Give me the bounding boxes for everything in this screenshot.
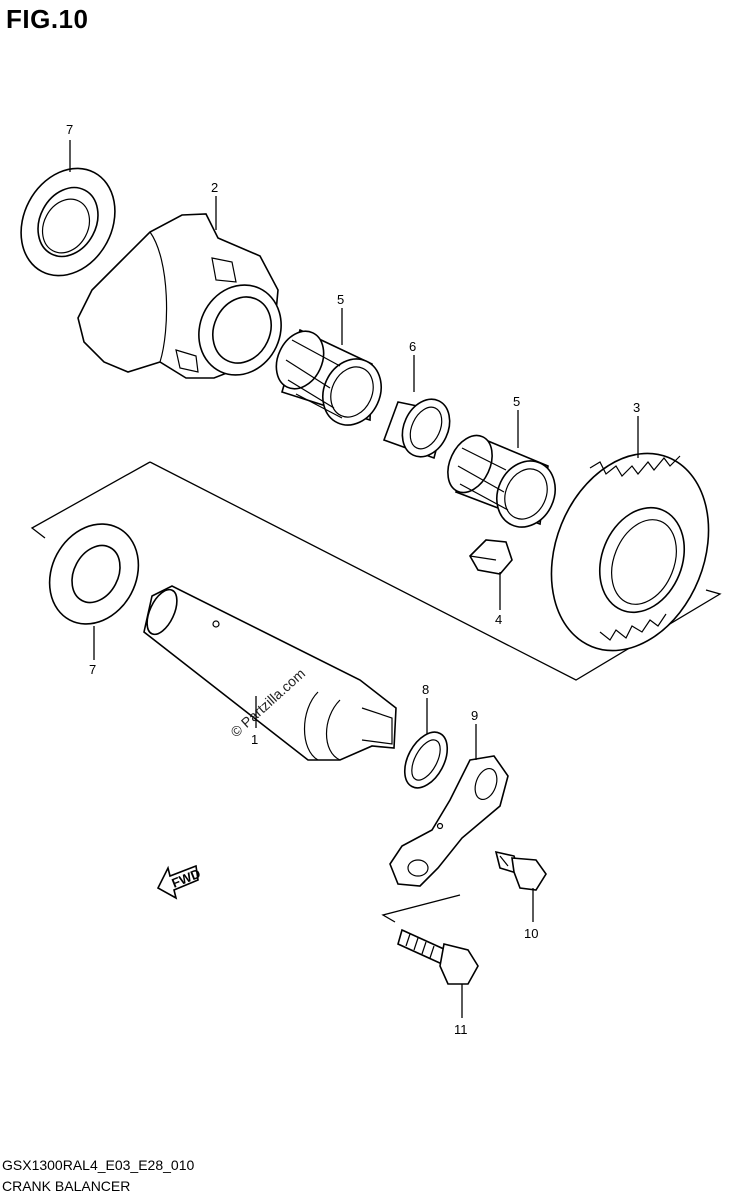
part-key[interactable]: [469, 539, 513, 575]
assembly-boundary-line: [30, 461, 151, 539]
part-balancer-driven-gear[interactable]: [523, 430, 730, 675]
section-name: CRANK BALANCER: [2, 1178, 131, 1194]
callout-1[interactable]: 1: [251, 732, 258, 747]
callout-6[interactable]: 6: [409, 339, 416, 354]
part-balancer-arm[interactable]: [389, 755, 509, 887]
callout-7-top[interactable]: 7: [66, 122, 73, 137]
assembly-boundary-line-lower: [381, 894, 461, 923]
part-needle-bearing-right[interactable]: [439, 428, 566, 536]
fwd-label: FWD: [170, 866, 203, 891]
part-needle-bearing-left[interactable]: [267, 324, 391, 435]
callout-9[interactable]: 9: [471, 708, 478, 723]
part-crank-balancer-shaft[interactable]: [141, 585, 397, 761]
part-o-ring[interactable]: [396, 725, 456, 795]
part-flange-bolt[interactable]: [397, 928, 479, 985]
part-crank-balancer-weight[interactable]: [77, 213, 296, 389]
callout-10[interactable]: 10: [524, 926, 538, 941]
part-spacer-ring[interactable]: [382, 392, 459, 465]
part-oil-seal-top[interactable]: [3, 152, 133, 292]
figure-title: FIG.10: [6, 4, 89, 34]
callout-4[interactable]: 4: [495, 612, 502, 627]
part-bolt-short[interactable]: [494, 850, 547, 891]
callout-8[interactable]: 8: [422, 682, 429, 697]
callout-3[interactable]: 3: [633, 400, 640, 415]
callout-7-bottom[interactable]: 7: [89, 662, 96, 677]
callout-5-left[interactable]: 5: [337, 292, 344, 307]
callout-2[interactable]: 2: [211, 180, 218, 195]
model-code: GSX1300RAL4_E03_E28_010: [2, 1157, 195, 1173]
forward-direction-arrow: FWD: [156, 864, 203, 900]
callout-11[interactable]: 11: [454, 1022, 468, 1037]
part-oil-seal-bottom[interactable]: [33, 508, 156, 639]
callout-5-right[interactable]: 5: [513, 394, 520, 409]
